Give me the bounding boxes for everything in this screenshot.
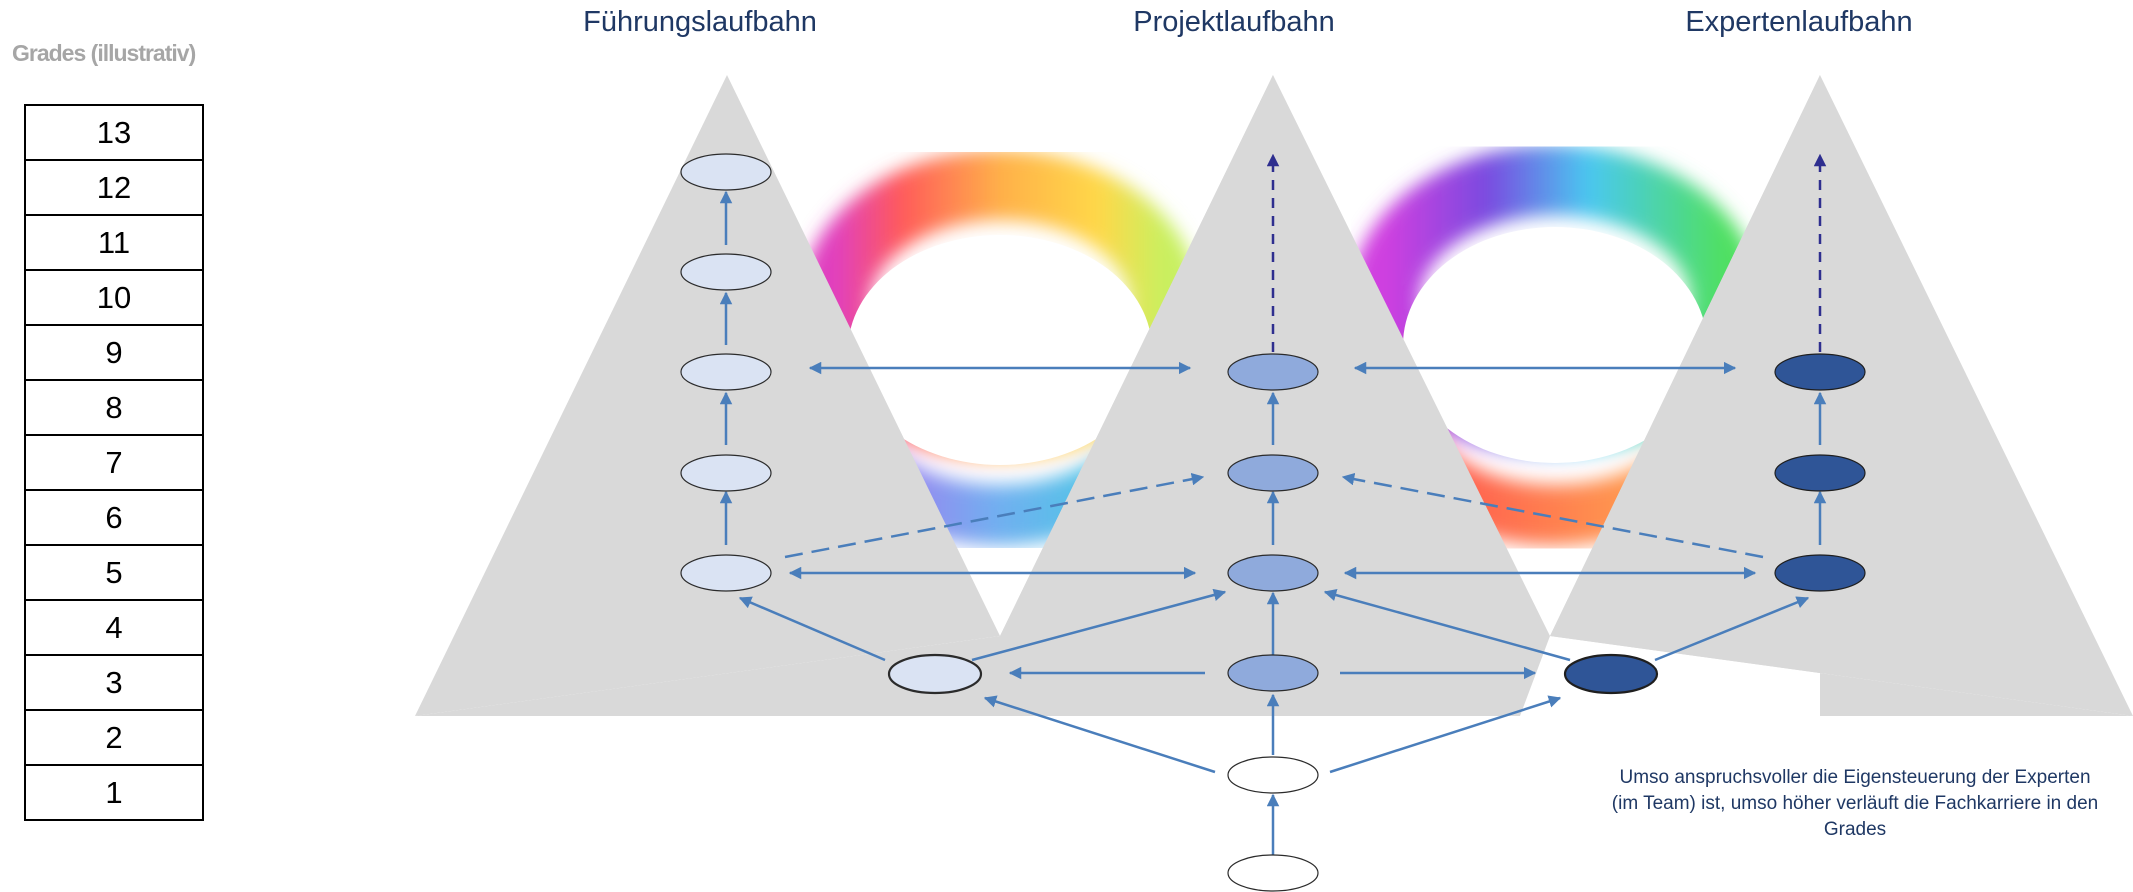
fuehrung-nodes (680, 153, 983, 695)
triangle-fuehrung (415, 75, 1000, 716)
grade-cell: 3 (24, 654, 204, 711)
base-nodes (1227, 756, 1319, 892)
note-line: Grades (1823, 819, 1887, 840)
grade-cell: 5 (24, 544, 204, 601)
grade-cell: 11 (24, 214, 204, 271)
column-title-fuehrung: Führungslaufbahn (583, 6, 817, 38)
grade-cell: 7 (24, 434, 204, 491)
diagonal-arrows (738, 588, 1810, 774)
projekt-nodes (1227, 353, 1319, 692)
grade-cell: 2 (24, 709, 204, 766)
grade-cell: 10 (24, 269, 204, 326)
grade-cell: 12 (24, 159, 204, 216)
note-line: (im Team) ist, umso höher verläuft die F… (1611, 793, 2099, 814)
note-line: Umso anspruchsvoller die Eigensteuerung … (1619, 767, 2091, 788)
grade-cell: 8 (24, 379, 204, 436)
horizontal-arrows (788, 361, 1757, 680)
column-title-experten: Expertenlaufbahn (1685, 6, 1913, 38)
expert-note: Umso anspruchsvoller die Eigensteuerung … (1590, 765, 2120, 843)
grade-cell: 13 (24, 104, 204, 161)
grade-cell: 9 (24, 324, 204, 381)
grade-cell: 6 (24, 489, 204, 546)
experten-nodes (1563, 353, 1866, 695)
grades-label: Grades (illustrativ) (12, 40, 196, 66)
grade-cell: 4 (24, 599, 204, 656)
grades-table: 13 12 11 10 9 8 7 6 5 4 3 2 1 (24, 104, 204, 821)
column-title-projekt: Projektlaufbahn (1133, 6, 1335, 38)
grade-cell: 1 (24, 764, 204, 821)
diagonal-dashed-arrows (784, 472, 1764, 559)
